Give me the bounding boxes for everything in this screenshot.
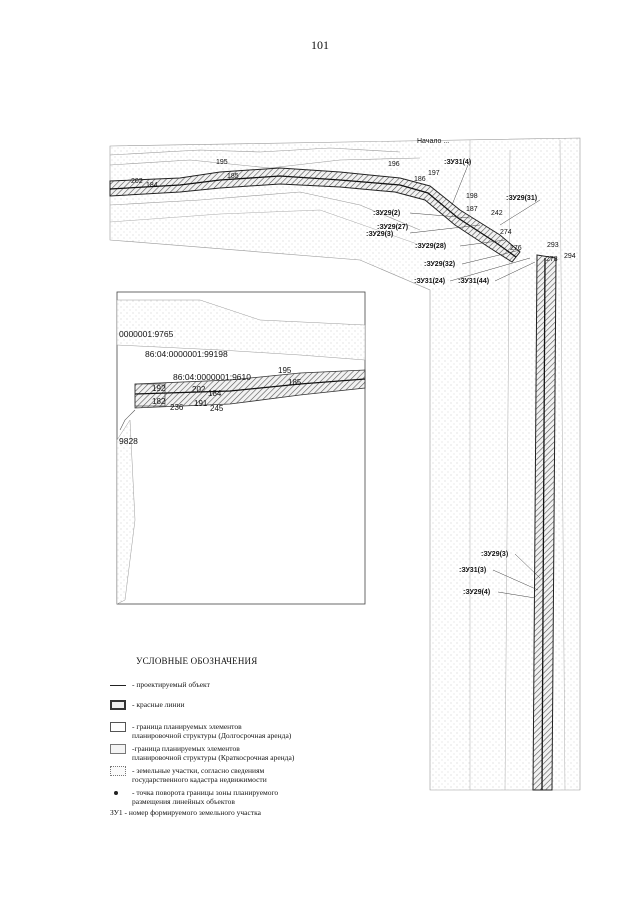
legend-item-text: - точка поворота границы зоны планируемо…: [132, 788, 279, 806]
inset-point: 192: [152, 384, 166, 393]
legend-item-text: - земельные участки, согласно сведениям …: [132, 766, 267, 784]
legend-item-text: -граница планируемых элементов планирово…: [132, 744, 295, 762]
point-202: 202: [131, 178, 143, 185]
zu-note: ЗУ1 - номер формируемого земельного учас…: [110, 808, 261, 817]
legend-item: - земельные участки, согласно сведениям …: [110, 766, 267, 784]
inset-point: 195: [278, 366, 292, 375]
inset-point: 184: [208, 389, 222, 398]
corridor-top: [109, 167, 521, 263]
zu-label: :ЗУ31(4): [444, 159, 471, 166]
line-icon: [110, 685, 126, 686]
map-background: [109, 137, 581, 791]
zu-label: :ЗУ29(28): [415, 243, 446, 250]
zu-label: :ЗУ31(24): [414, 278, 445, 285]
boundary-box-short-icon: [110, 744, 126, 754]
point-195: 195: [216, 159, 228, 166]
legend-title: УСЛОВНЫЕ ОБОЗНАЧЕНИЯ: [136, 656, 258, 666]
map-caption: Начало ...: [417, 138, 449, 145]
legend-item: -граница планируемых элементов планирово…: [110, 744, 294, 762]
point-293: 293: [547, 242, 559, 249]
inset-parcel: 86:04:0000001:9610: [173, 372, 251, 382]
legend-item: - красные линии: [110, 700, 184, 710]
page-number: 101: [311, 38, 329, 52]
point-242: 242: [491, 210, 503, 217]
point-276: 276: [510, 245, 522, 252]
point-185: 185: [227, 173, 239, 180]
boundary-box-icon: [110, 722, 126, 732]
point-187: 187: [466, 206, 478, 213]
legend-item-text: - проектируемый объект: [132, 680, 210, 689]
inset-point: 182: [152, 397, 166, 406]
turn-point-icon: [110, 788, 126, 798]
inset-point: 185: [288, 378, 302, 387]
zu-label: :ЗУ29(3): [366, 231, 393, 238]
parcels-dotted-icon: [110, 766, 126, 776]
point-196: 196: [388, 161, 400, 168]
zu-label: :ЗУ29(4): [463, 589, 490, 596]
point-197: 197: [428, 170, 440, 177]
zu-label: :ЗУ29(32): [424, 261, 455, 268]
zu-label: :ЗУ31(3): [459, 567, 486, 574]
inset-point: 202: [192, 385, 206, 394]
zu-label: :ЗУ29(27): [377, 224, 408, 231]
inset-parcel: 0000001:9765: [119, 329, 174, 339]
inset-point: 191: [194, 399, 208, 408]
zu-label: :ЗУ29(31): [506, 195, 537, 202]
legend-item: - точка поворота границы зоны планируемо…: [110, 788, 278, 806]
inset-point: 236: [170, 403, 184, 412]
point-274: 274: [500, 229, 512, 236]
legend-item: - граница планируемых элементов планиров…: [110, 722, 291, 740]
legend-item-text: - красные линии: [132, 700, 185, 709]
point-278: 278: [546, 256, 558, 263]
zu-label: :ЗУ29(2): [373, 210, 400, 217]
inset-map: [116, 299, 366, 605]
inset-parcel: 86:04:0000001:99198: [145, 349, 228, 359]
point-198: 198: [466, 193, 478, 200]
inset-parcel: 9828: [119, 436, 138, 446]
inset-point: 245: [210, 404, 224, 413]
point-184: 184: [146, 182, 158, 189]
corridor-vertical: [532, 254, 557, 791]
zu-label: :ЗУ29(3): [481, 551, 508, 558]
point-186: 186: [414, 176, 426, 183]
zu-label: :ЗУ31(44): [458, 278, 489, 285]
red-lines-icon: [110, 700, 126, 710]
point-294: 294: [564, 253, 576, 260]
legend-item: - проектируемый объект: [110, 680, 210, 689]
legend-item-text: - граница планируемых элементов планиров…: [132, 722, 292, 740]
